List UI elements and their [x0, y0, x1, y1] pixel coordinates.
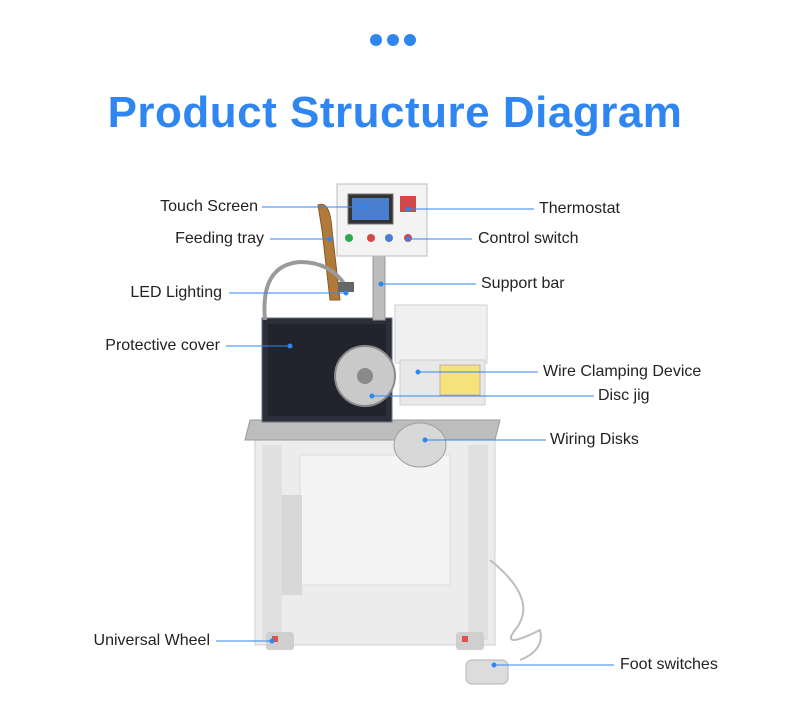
wiring-disk	[393, 422, 447, 468]
label-thermostat: Thermostat	[539, 200, 620, 217]
leader-feeding-tray-dot	[327, 236, 333, 242]
label-foot-switches: Foot switches	[620, 656, 718, 673]
label-disc-jig: Disc jig	[598, 387, 650, 404]
feeding-tray	[317, 203, 341, 301]
warning-label	[439, 364, 481, 396]
touch-screen-display	[352, 198, 389, 220]
led-lamp-arm	[262, 259, 347, 321]
wheel-right	[456, 632, 484, 650]
machine-table	[244, 419, 501, 441]
thermostat	[400, 196, 416, 212]
leader-foot-switches-dot	[491, 662, 497, 668]
page-title: Product Structure Diagram	[107, 88, 683, 137]
leader-thermostat-dot	[405, 206, 411, 212]
led-lamp-head	[338, 282, 354, 292]
wheel-right-lock	[462, 636, 468, 642]
leader-lines	[216, 204, 614, 668]
label-protective-cover: Protective cover	[105, 337, 220, 354]
dot-3	[404, 34, 416, 46]
leader-support-bar-dot	[378, 281, 384, 287]
leader-universal-wheel-dot	[269, 638, 275, 644]
clamping-housing	[394, 304, 488, 364]
leader-wiring-disks-dot	[422, 437, 428, 443]
button-red	[367, 234, 375, 242]
cabinet-right-leg	[468, 445, 488, 640]
cabinet-left-leg	[262, 445, 282, 640]
leader-led-lighting-dot	[343, 290, 349, 296]
label-universal-wheel: Universal Wheel	[93, 632, 210, 649]
foot-switch	[465, 659, 509, 685]
label-led-lighting: LED Lighting	[130, 284, 222, 301]
cabinet-side-panel	[282, 495, 302, 595]
cabinet-door	[299, 454, 451, 586]
label-touch-screen: Touch Screen	[160, 198, 258, 215]
wheel-left-lock	[272, 636, 278, 642]
leader-protective-cover-dot	[287, 343, 293, 349]
dot-1	[370, 34, 382, 46]
foot-switch-cable	[489, 559, 542, 661]
label-wire-clamping-device: Wire Clamping Device	[543, 363, 702, 380]
leader-touch-screen-dot	[363, 204, 369, 210]
leader-wire-clamping-dot	[415, 369, 421, 375]
leader-disc-jig-dot	[369, 393, 375, 399]
decorative-dots	[370, 34, 416, 46]
label-feeding-tray: Feeding tray	[175, 230, 264, 247]
button-green	[345, 234, 353, 242]
button-blue	[385, 234, 393, 242]
dot-2	[387, 34, 399, 46]
label-control-switch: Control switch	[478, 230, 579, 247]
label-support-bar: Support bar	[481, 275, 565, 292]
leader-control-switch-dot	[405, 236, 411, 242]
label-wiring-disks: Wiring Disks	[550, 431, 639, 448]
disc-jig-hub	[357, 368, 373, 384]
